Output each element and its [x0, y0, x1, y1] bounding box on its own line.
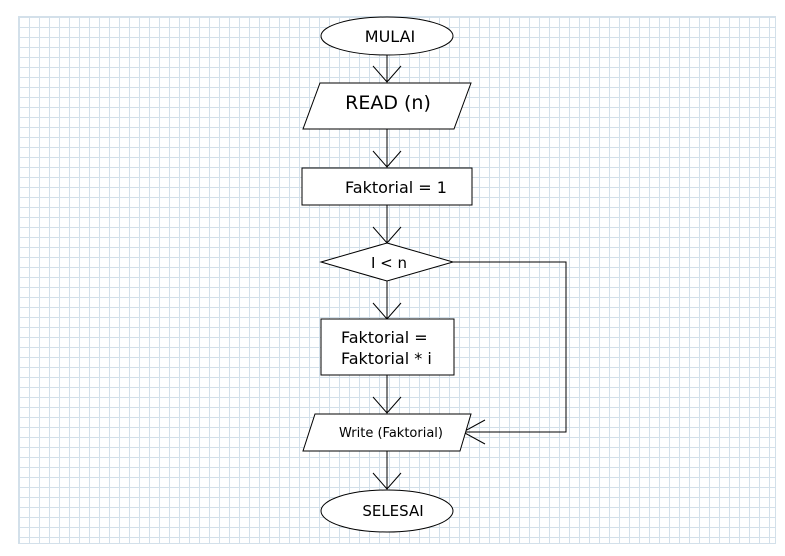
start-label: MULAI [365, 27, 415, 46]
edge-process-write [372, 375, 402, 414]
end-terminal: SELESAI [320, 489, 454, 533]
write-output-label: Write (Faktorial) [339, 426, 443, 441]
edge-write-end [372, 451, 402, 490]
end-label: SELESAI [362, 502, 423, 520]
loop-process-box: Faktorial = Faktorial * i [320, 318, 455, 376]
edge-start-read [372, 54, 402, 83]
read-input-label: READ (n) [345, 92, 431, 114]
read-input-shape: READ (n) [302, 82, 472, 130]
loop-process-label-line1: Faktorial = [341, 328, 428, 347]
edge-init-cond [372, 205, 402, 244]
edge-cond-process [372, 281, 402, 320]
write-output-shape: Write (Faktorial) [302, 413, 472, 452]
loop-process-label-line2: Faktorial * i [341, 349, 432, 368]
edge-read-init [372, 129, 402, 168]
start-terminal: MULAI [320, 16, 454, 56]
init-process-box: Faktorial = 1 [301, 167, 473, 206]
condition-diamond: I < n [319, 242, 455, 282]
condition-label: I < n [371, 254, 407, 272]
init-process-label: Faktorial = 1 [345, 178, 447, 197]
